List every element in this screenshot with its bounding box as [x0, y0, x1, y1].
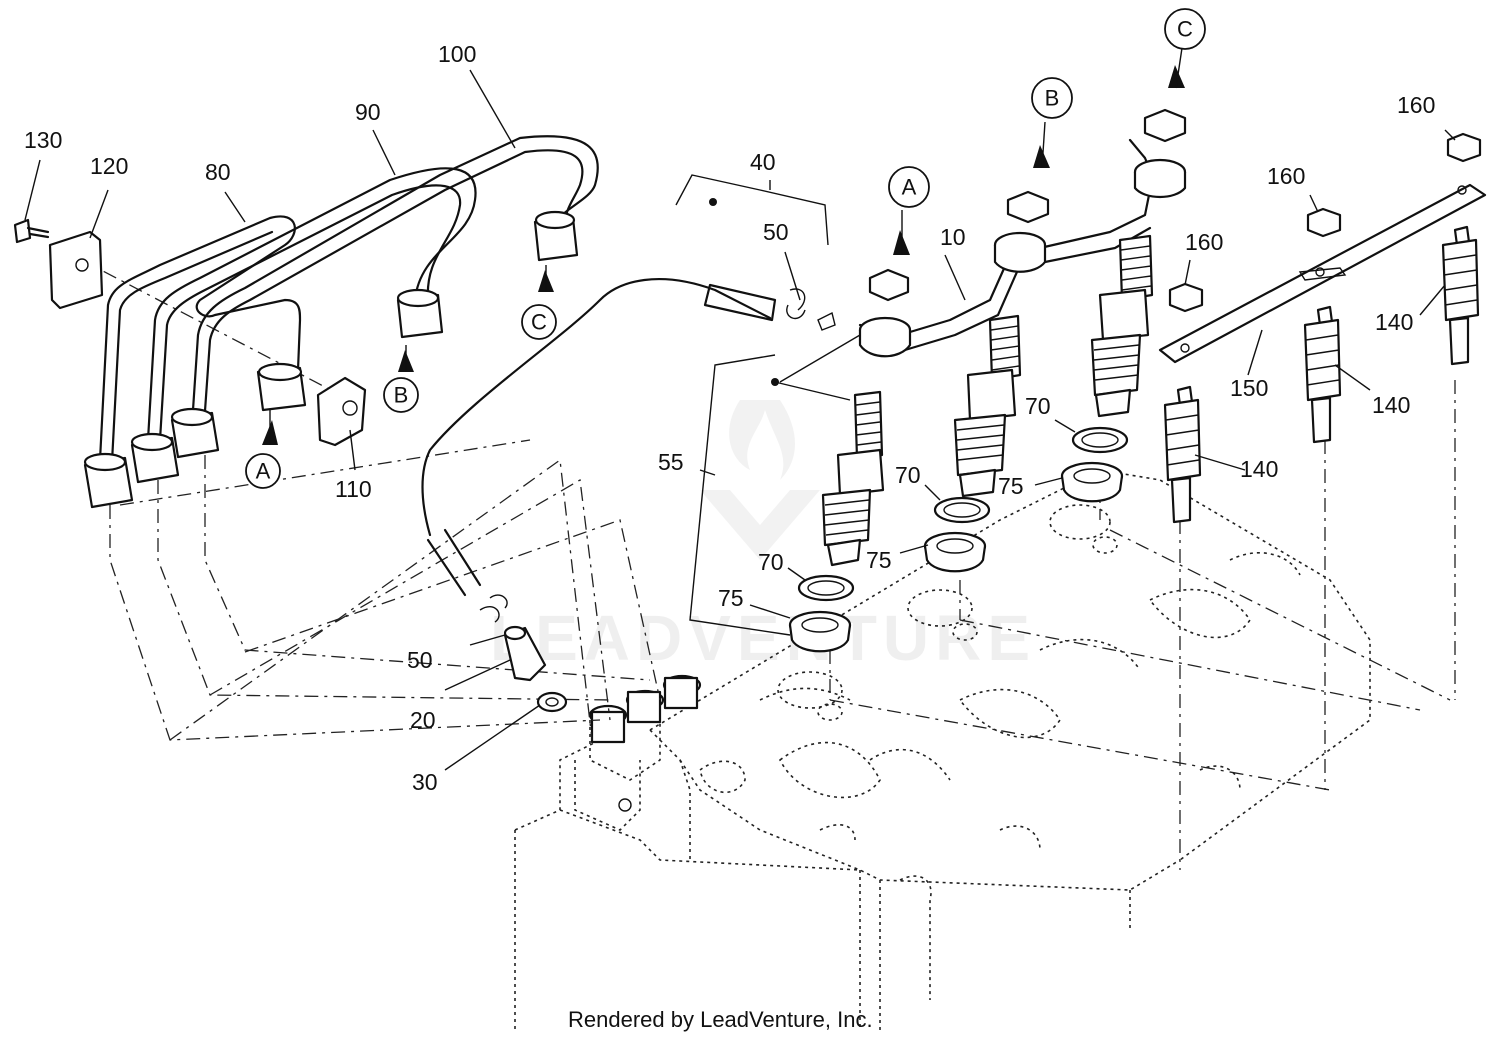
- part-label-75: 75: [718, 585, 744, 611]
- part-label-160: 160: [1267, 163, 1305, 189]
- callout-arrows: [262, 47, 1185, 445]
- part-label-70: 70: [758, 549, 784, 575]
- part-label-110: 110: [335, 476, 372, 502]
- part-label-75: 75: [998, 473, 1024, 499]
- part-label-150: 150: [1230, 375, 1268, 401]
- part-label-55: 55: [658, 449, 684, 475]
- part-label-140: 140: [1375, 309, 1413, 335]
- part-label-160: 160: [1185, 229, 1223, 255]
- fuel-pipe-bundle: [13, 135, 599, 509]
- part-label-10: 10: [940, 224, 966, 250]
- callout-A-lower: A: [245, 453, 281, 489]
- callout-B-upper: B: [1031, 77, 1073, 119]
- cylinder-head: [514, 469, 1371, 1030]
- svg-text:A: A: [256, 459, 271, 484]
- part-label-130: 130: [24, 127, 62, 153]
- part-label-90: 90: [355, 99, 381, 125]
- part-label-140: 140: [1240, 456, 1278, 482]
- part-label-50: 50: [763, 219, 789, 245]
- watermark-text: LEADVENTURE: [490, 602, 1036, 674]
- leader-lines: [24, 69, 966, 476]
- svg-text:C: C: [1177, 17, 1193, 42]
- callout-A-upper: A: [888, 166, 930, 208]
- part-label-160: 160: [1397, 92, 1435, 118]
- injectors: [774, 234, 1154, 567]
- callout-C-upper: C: [1164, 8, 1206, 50]
- part-label-80: 80: [205, 159, 231, 185]
- nozzle-washers: [749, 419, 1129, 653]
- part-label-30: 30: [412, 769, 438, 795]
- part-number-labels: 130 120 80 90 100 110 40 50 50 20 30 55 …: [24, 41, 1435, 795]
- svg-text:B: B: [1045, 86, 1060, 111]
- part-label-70: 70: [895, 462, 921, 488]
- svg-text:B: B: [394, 383, 409, 408]
- part-label-75: 75: [866, 547, 892, 573]
- callout-B-lower: B: [383, 377, 419, 413]
- part-label-70: 70: [1025, 393, 1051, 419]
- part-label-50: 50: [407, 647, 433, 673]
- glow-plugs: [1158, 129, 1487, 524]
- part-label-20: 20: [410, 707, 436, 733]
- part-label-140: 140: [1372, 392, 1410, 418]
- leak-off-hose: [421, 108, 1187, 636]
- part-label-120: 120: [90, 153, 128, 179]
- svg-text:A: A: [902, 175, 917, 200]
- part-label-100: 100: [438, 41, 476, 67]
- return-fittings: [444, 625, 568, 771]
- callout-C-lower: C: [521, 304, 557, 340]
- footer-credit: Rendered by LeadVenture, Inc.: [568, 1007, 873, 1032]
- svg-text:C: C: [531, 310, 547, 335]
- part-label-40: 40: [750, 149, 776, 175]
